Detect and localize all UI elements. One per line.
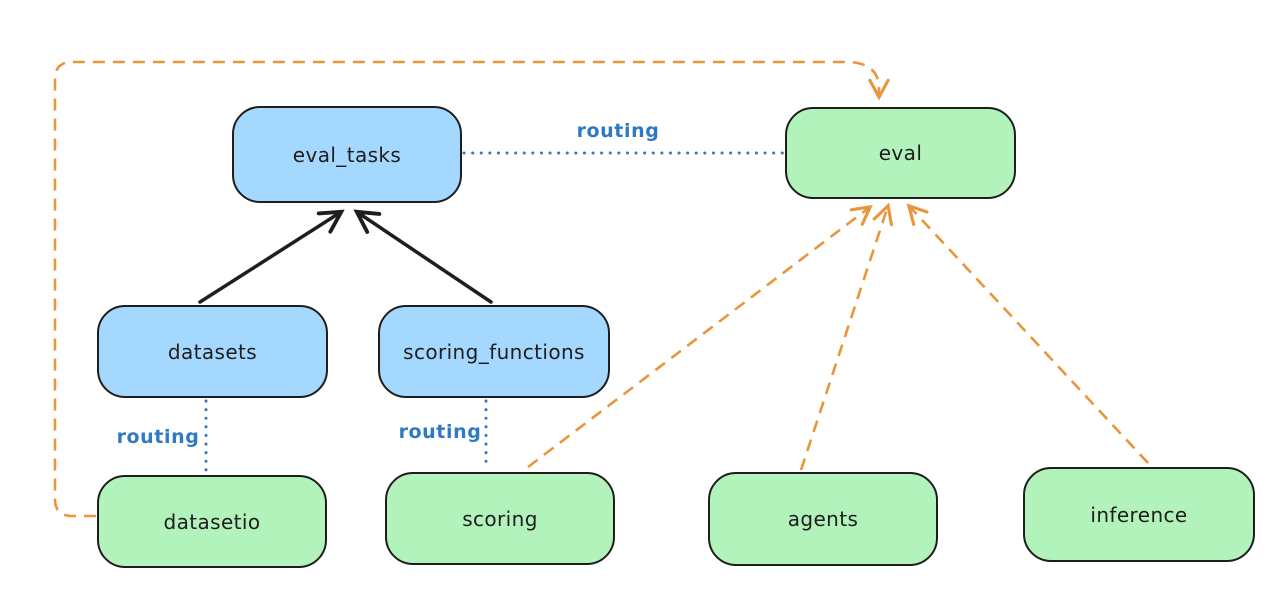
- node-agents-label: agents: [787, 507, 859, 531]
- node-inference-label: inference: [1090, 502, 1188, 527]
- node-datasets-label: datasets: [167, 339, 258, 364]
- edge-label-routing-left: routing: [116, 426, 200, 448]
- node-datasetio-label: datasetio: [163, 509, 261, 534]
- node-agents[interactable]: agents: [708, 472, 938, 566]
- node-eval-tasks[interactable]: eval_tasks: [232, 106, 462, 203]
- edge-scoring-to-eval: [527, 204, 873, 469]
- node-scoring-functions-label: scoring_functions: [403, 339, 585, 364]
- edge-agents-to-eval: [799, 202, 893, 471]
- node-datasets[interactable]: datasets: [97, 305, 328, 398]
- node-eval-tasks-label: eval_tasks: [292, 142, 402, 167]
- edge-scoring-functions-to-eval-tasks: [353, 209, 493, 304]
- node-datasetio[interactable]: datasetio: [97, 475, 327, 568]
- node-eval-label: eval: [878, 141, 923, 165]
- node-eval[interactable]: eval: [785, 107, 1016, 199]
- node-scoring-label: scoring: [462, 506, 538, 531]
- node-inference[interactable]: inference: [1023, 467, 1255, 562]
- edge-datasets-to-eval-tasks: [198, 209, 345, 304]
- node-scoring[interactable]: scoring: [385, 472, 615, 565]
- edge-datasetio-to-eval: [53, 60, 890, 518]
- edge-inference-to-eval: [906, 203, 1149, 464]
- node-scoring-functions[interactable]: scoring_functions: [378, 305, 610, 398]
- edge-label-routing-top: routing: [576, 120, 660, 142]
- edge-label-routing-mid: routing: [398, 421, 482, 443]
